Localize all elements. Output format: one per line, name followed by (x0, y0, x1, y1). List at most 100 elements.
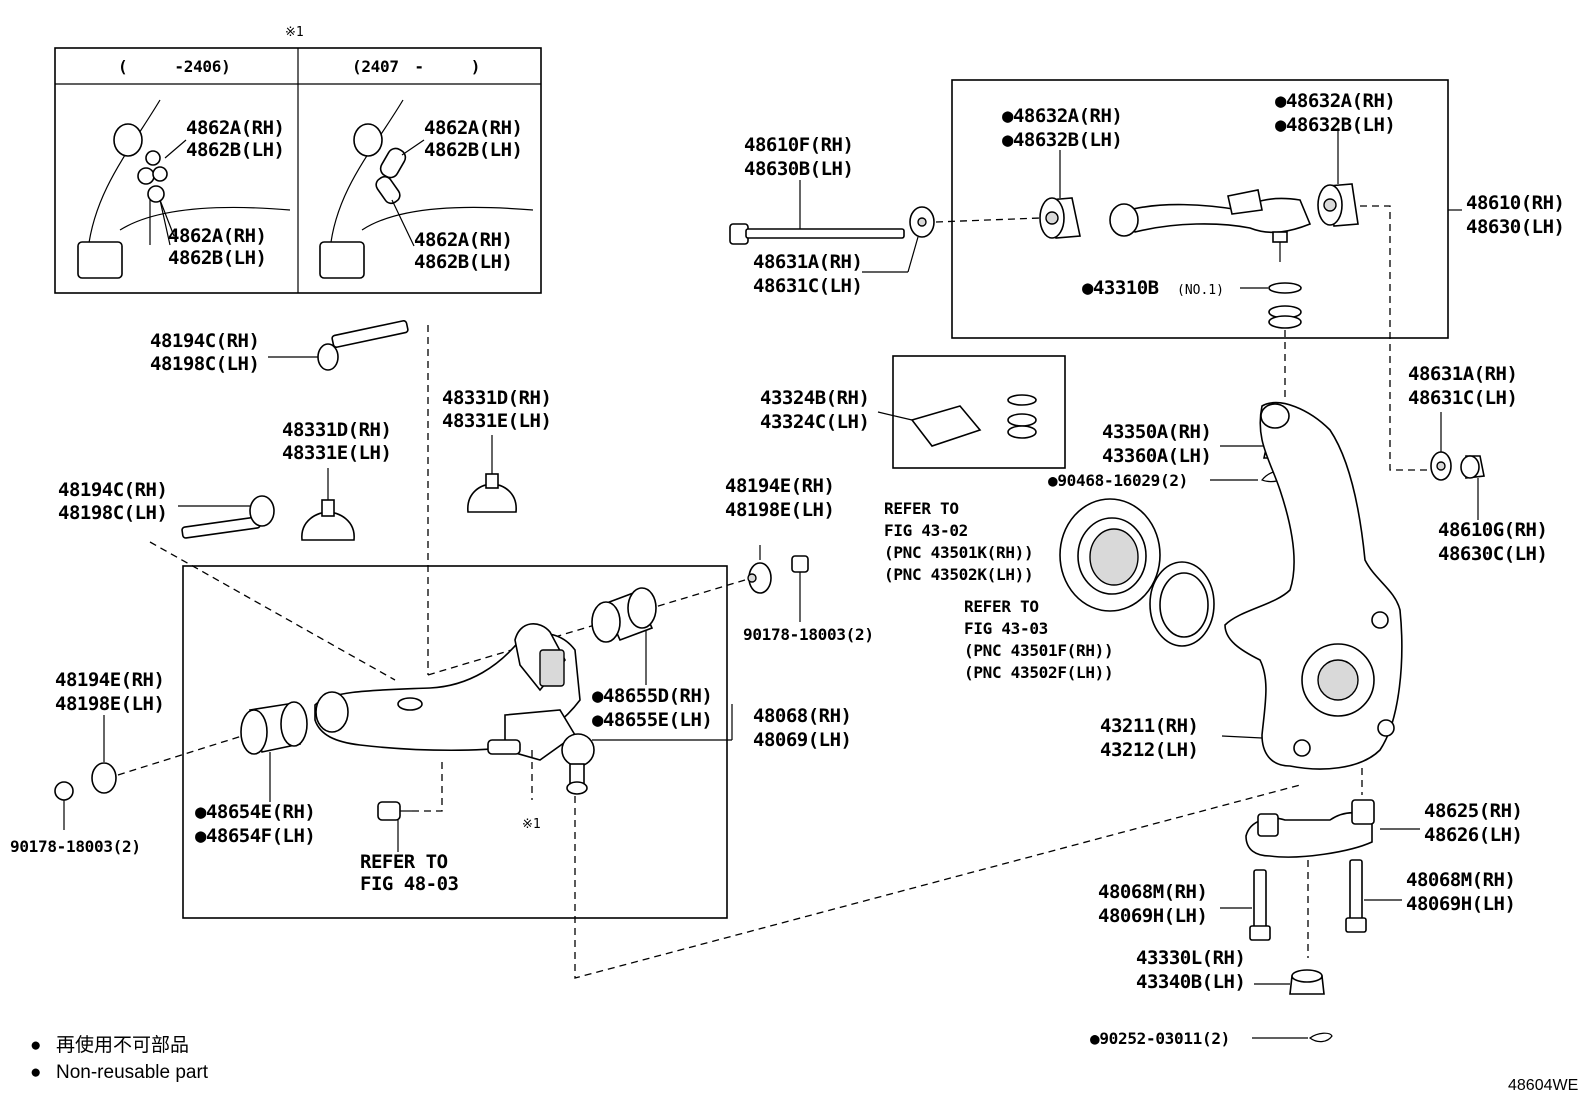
ball-joint-48068 (561, 704, 733, 795)
legend-mark-2: ● (30, 1062, 41, 1083)
seal-refer-43-03 (1149, 561, 1215, 647)
label-48655d-rh: ●48655D(RH) (592, 685, 712, 707)
label-43310b: ●43310B (1082, 277, 1159, 299)
inset-col2-label-1: 4862A(RH) (424, 117, 522, 139)
label-48068m-rh-a: 48068M(RH) (1098, 881, 1207, 903)
washer-nut-48194e-top (747, 545, 809, 622)
label-43211-rh: 43211(RH) (1100, 715, 1198, 737)
bushing-48632-right (1317, 128, 1359, 227)
stopper-48331-right (467, 435, 517, 513)
lower-control-arm (314, 623, 581, 761)
guide-line-4 (117, 734, 246, 776)
upper-control-arm (1109, 189, 1312, 262)
label-48631c-lh-a: 48631C(LH) (753, 275, 862, 297)
label-48632b-lh-a: ●48632B(LH) (1002, 129, 1122, 151)
label-48631a-rh-b: 48631A(RH) (1408, 363, 1517, 385)
label-48630b-lh: 48630B(LH) (744, 158, 853, 180)
legend: ● 再使用不可部品 ● Non-reusable part (30, 1034, 209, 1083)
bolt-48610f (729, 180, 935, 273)
inset-col1-label-1: 4862A(RH) (186, 117, 284, 139)
label-48625-rh: 48625(RH) (1424, 800, 1522, 822)
bolt-48068m-left (1220, 869, 1271, 941)
label-90178-left: 90178-18003(2) (10, 837, 141, 856)
bolt-48194c-mid (178, 495, 275, 539)
label-refer-48-03-line1: REFER TO (360, 851, 448, 873)
bolt-48194c-top (268, 319, 409, 371)
label-48631a-rh-a: 48631A(RH) (753, 251, 862, 273)
label-43310b-no: (NO.1) (1177, 283, 1224, 298)
bolt-refer-48-03 (377, 760, 443, 852)
bolt-48068m-right (1345, 859, 1402, 933)
label-43340b-lh: 43340B(LH) (1136, 971, 1245, 993)
steering-knuckle-43211 (1221, 401, 1403, 770)
lower-arm-frame (182, 565, 728, 919)
inset-col1-label-2: 4862B(LH) (186, 139, 284, 161)
label-48630-lh: 48630(LH) (1466, 216, 1564, 238)
snap-ring-43310b (1240, 282, 1302, 294)
label-90252: ●90252-03011(2) (1090, 1029, 1230, 1048)
note-mark-small: ※1 (522, 817, 541, 832)
guide-line-9 (1360, 205, 1430, 471)
label-48632a-rh-b: ●48632A(RH) (1275, 90, 1395, 112)
label-48632b-lh-b: ●48632B(LH) (1275, 114, 1395, 136)
lower-arm-group: 48194C(RH) 48198C(LH) 48331D(RH) 48331E(… (10, 319, 1301, 979)
stopper-48331-left (301, 468, 355, 541)
upper-arm-frame (951, 79, 1449, 339)
inset-col1-drawing (77, 99, 291, 279)
bushing-48632-left (1039, 150, 1081, 239)
inset-col1-header: ( -2406) (118, 57, 230, 76)
label-48198c-lh-top: 48198C(LH) (150, 353, 259, 375)
boot-upper (1268, 305, 1302, 329)
label-refer-48-03-line2: FIG 48-03 (360, 873, 459, 895)
label-48331e-lh-a: 48331E(LH) (282, 442, 391, 464)
inset-note-mark: ※1 (285, 25, 304, 40)
boot-kit-frame (892, 355, 1066, 469)
label-48069h-lh-b: 48069H(LH) (1406, 893, 1515, 915)
legend-mark-1: ● (30, 1035, 41, 1056)
label-48194c-rh-mid: 48194C(RH) (58, 479, 167, 501)
label-48632a-rh-a: ●48632A(RH) (1002, 105, 1122, 127)
label-refer-43-03-line2: FIG 43-03 (964, 619, 1048, 638)
label-48068-rh: 48068(RH) (753, 705, 851, 727)
legend-japanese: 再使用不可部品 (56, 1034, 189, 1056)
label-48198e-lh-top: 48198E(LH) (725, 499, 834, 521)
inset-col1-label-4: 4862B(LH) (168, 247, 266, 269)
label-48610g-rh: 48610G(RH) (1438, 519, 1547, 541)
label-48626-lh: 48626(LH) (1424, 824, 1522, 846)
inset-col2-label-4: 4862B(LH) (414, 251, 512, 273)
label-48198c-lh-mid: 48198C(LH) (58, 502, 167, 524)
guide-line-6 (574, 784, 1301, 979)
label-90178-top: 90178-18003(2) (743, 625, 874, 644)
label-48331d-rh-b: 48331D(RH) (442, 387, 551, 409)
washer-nut-48194e-left (54, 715, 117, 830)
label-refer-43-03-line1: REFER TO (964, 597, 1039, 616)
label-43324c-lh: 43324C(LH) (760, 411, 869, 433)
label-43324b-rh: 43324B(RH) (760, 387, 869, 409)
label-48654f-lh: ●48654F(LH) (195, 825, 315, 847)
label-48194e-rh-left: 48194E(RH) (55, 669, 164, 691)
diagram-code: 48604WE (1508, 1077, 1578, 1094)
guide-line-2 (149, 541, 396, 681)
label-48069h-lh-a: 48069H(LH) (1098, 905, 1207, 927)
legend-english: Non-reusable part (56, 1062, 209, 1083)
label-refer-43-03-line4: (PNC 43502F(LH)) (964, 663, 1113, 682)
guide-line-7 (935, 217, 1041, 223)
inset-col1-label-3: 4862A(RH) (168, 225, 266, 247)
label-48194e-rh-top: 48194E(RH) (725, 475, 834, 497)
inset-col2-header: (2407 - ) (352, 57, 480, 76)
label-48069-lh: 48069(LH) (753, 729, 851, 751)
label-43212-lh: 43212(LH) (1100, 739, 1198, 761)
label-refer-43-02-line4: (PNC 43502K(LH)) (884, 565, 1033, 584)
label-48194c-rh-top: 48194C(RH) (150, 330, 259, 352)
inset-col2-label-2: 4862B(LH) (424, 139, 522, 161)
label-90468: ●90468-16029(2) (1048, 471, 1188, 490)
inset-col2-label-3: 4862A(RH) (414, 229, 512, 251)
cotter-pin-90252 (1252, 1032, 1333, 1043)
bushing-48655 (591, 587, 657, 685)
washer-nut-48631-right (1430, 412, 1485, 520)
label-43330l-rh: 43330L(RH) (1136, 947, 1245, 969)
label-48198e-lh-left: 48198E(LH) (55, 693, 164, 715)
label-48610f-rh: 48610F(RH) (744, 134, 853, 156)
